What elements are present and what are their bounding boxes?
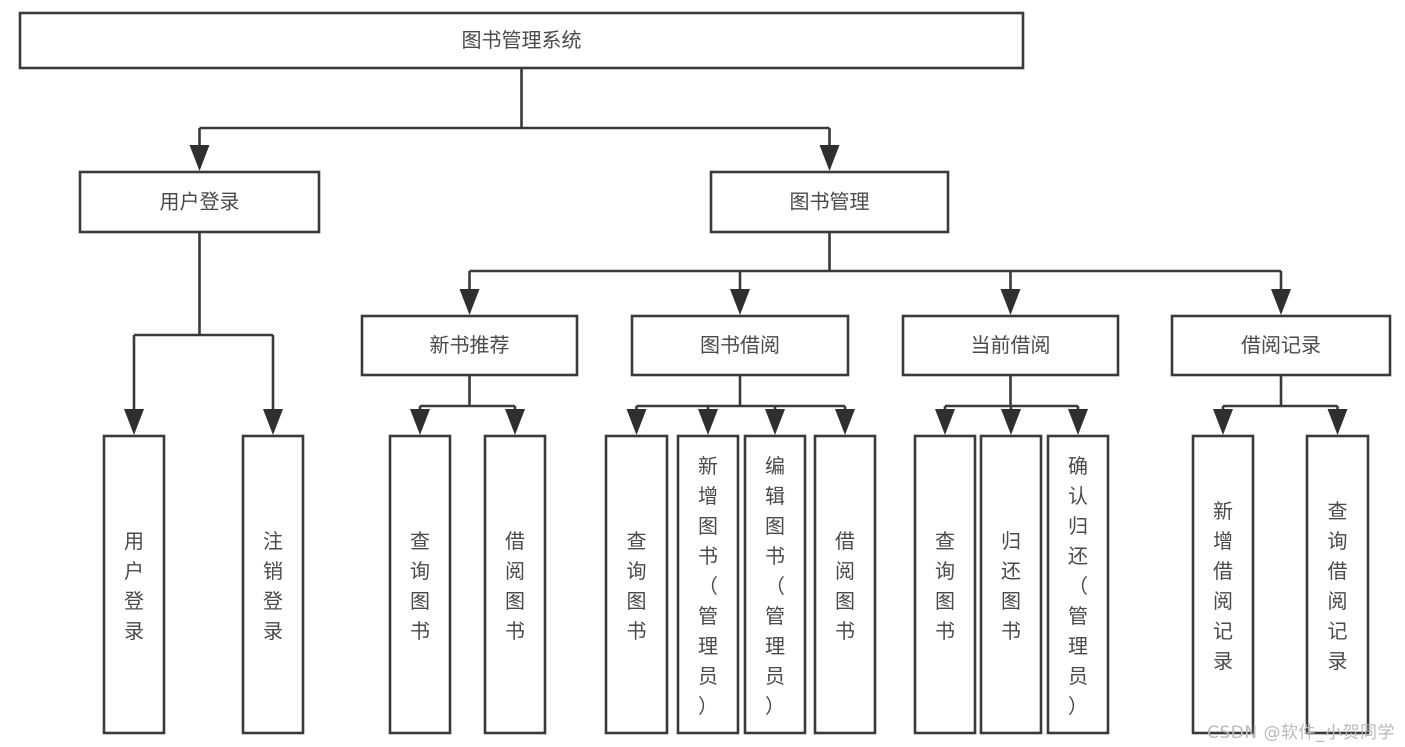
node-box [676,434,740,735]
node-box [241,434,305,735]
arrowhead-icon [1213,409,1233,435]
node-leaf-user-logout[interactable]: 注销登录 [241,434,305,735]
node-label: 图书管理系统 [462,28,582,52]
node-leaf-r-add[interactable]: 新增借阅记录 [1191,434,1255,735]
node-box [102,434,166,735]
node-leaf-c-query[interactable]: 查询图书 [913,434,977,735]
edge-group-root [189,68,840,171]
node-box [360,314,579,377]
node-box [1046,434,1110,735]
node-box [18,11,1025,70]
node-box [913,434,977,735]
node-box [630,314,850,377]
node-label: 编辑图书（管理员） [765,454,785,718]
node-box [813,434,877,735]
node-leaf-user-login[interactable]: 用户登录 [102,434,166,735]
node-leaf-b-borrow[interactable]: 借阅图书 [813,434,877,735]
nodes-layer: 图书管理系统用户登录图书管理新书推荐图书借阅当前借阅借阅记录用户登录注销登录查询… [18,11,1392,735]
node-leaf-b-query[interactable]: 查询图书 [604,434,669,735]
node-borrow[interactable]: 图书借阅 [630,314,850,377]
arrowhead-icon [730,289,750,315]
arrowhead-icon [124,409,144,435]
arrowhead-icon [698,409,718,435]
arrowhead-icon [835,409,855,435]
edge-group-current [935,375,1088,435]
node-label: 新书推荐 [430,333,510,357]
node-label: 查询图书 [935,529,955,643]
arrowhead-icon [935,409,955,435]
node-box [979,434,1043,735]
node-label: 用户登录 [160,190,240,214]
edge-group-borrow [626,375,855,435]
arrowhead-icon [410,409,430,435]
node-label: 当前借阅 [971,333,1051,357]
arrowhead-icon [1001,409,1021,435]
edges-layer [124,68,1348,435]
arrowhead-icon [189,145,210,171]
node-box [901,314,1120,377]
node-current[interactable]: 当前借阅 [901,314,1120,377]
node-box [709,170,950,234]
edge-group-newbook [410,375,525,435]
node-box [604,434,669,735]
node-leaf-b-add[interactable]: 新增图书（管理员） [676,434,740,735]
arrowhead-icon [626,409,647,435]
node-label: 注销登录 [263,529,283,643]
node-leaf-c-confirm[interactable]: 确认归还（管理员） [1046,434,1110,735]
arrowhead-icon [263,409,283,435]
arrowhead-icon [1327,409,1348,435]
node-label: 查询图书 [410,529,430,643]
node-label: 查询借阅记录 [1328,499,1348,673]
node-box [1170,314,1392,377]
node-label: 用户登录 [124,529,144,643]
node-label: 借阅记录 [1241,333,1321,357]
node-leaf-c-return[interactable]: 归还图书 [979,434,1043,735]
node-label: 查询图书 [627,529,647,643]
node-box [1191,434,1255,735]
node-label: 图书管理 [790,190,870,214]
arrowhead-icon [819,145,840,171]
node-bookmgmt[interactable]: 图书管理 [709,170,950,234]
node-label: 借阅图书 [835,529,855,643]
node-box [388,434,452,735]
node-login[interactable]: 用户登录 [78,170,321,234]
node-newbook[interactable]: 新书推荐 [360,314,579,377]
node-label: 新增图书（管理员） [698,454,718,718]
node-leaf-new-borrow[interactable]: 借阅图书 [483,434,547,735]
node-label: 归还图书 [1001,529,1021,643]
node-label: 图书借阅 [700,333,780,357]
arrowhead-icon [505,409,525,435]
arrowhead-icon [765,409,785,435]
arrowhead-icon [1068,409,1088,435]
node-leaf-new-query[interactable]: 查询图书 [388,434,452,735]
node-box [78,170,321,234]
edge-group-bookmgmt [459,232,1291,315]
node-box [483,434,547,735]
node-label: 新增借阅记录 [1213,499,1233,673]
arrowhead-icon [1000,289,1021,315]
node-label: 借阅图书 [505,529,525,643]
edge-group-records [1213,375,1348,435]
arrowhead-icon [1271,289,1291,315]
node-leaf-r-query[interactable]: 查询借阅记录 [1305,434,1370,735]
edge-group-login [124,232,283,435]
node-box [1305,434,1370,735]
node-box [743,434,807,735]
node-records[interactable]: 借阅记录 [1170,314,1392,377]
node-leaf-b-edit[interactable]: 编辑图书（管理员） [743,434,807,735]
arrowhead-icon [459,289,480,315]
node-label: 确认归还（管理员） [1068,454,1088,718]
node-root[interactable]: 图书管理系统 [18,11,1025,70]
